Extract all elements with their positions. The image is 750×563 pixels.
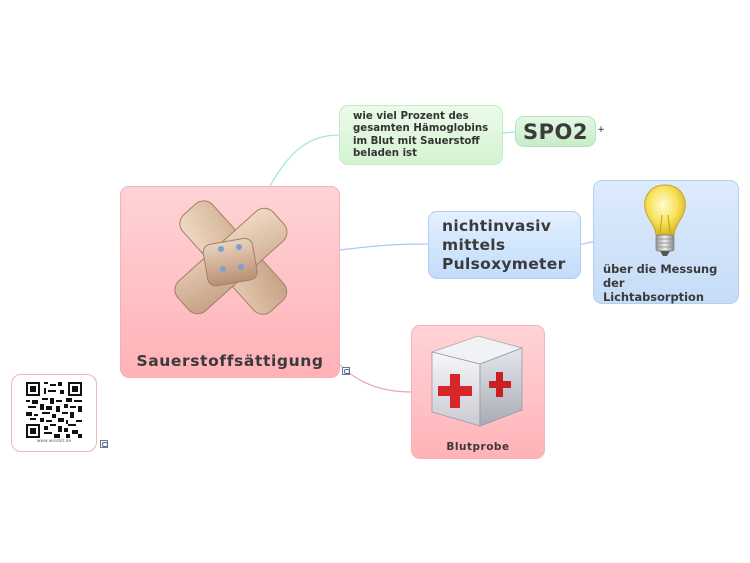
definition-node[interactable]: wie viel Prozent des gesamten Hämoglobin… <box>339 105 503 165</box>
bandage-icon <box>174 200 288 315</box>
absorption-line: der <box>603 276 625 290</box>
qr-caption: www.wissbit.de <box>36 439 72 444</box>
first-aid-box-icon <box>430 335 524 427</box>
absorption-line: über die Messung <box>603 262 718 276</box>
spo2-node[interactable]: SPO2 <box>515 116 596 147</box>
light-bulb-icon <box>644 184 686 256</box>
qr-code-icon <box>26 382 82 438</box>
central-topic-title: Sauerstoffsättigung <box>136 352 324 370</box>
central-topic-node[interactable]: Sauerstoffsättigung <box>120 186 340 378</box>
blood-sample-label: Blutprobe <box>446 441 510 453</box>
qr-code-node[interactable]: www.wissbit.de <box>11 374 97 452</box>
expand-toggle-icon[interactable]: + <box>597 125 605 135</box>
noninvasive-line: Pulsoxymeter <box>442 255 566 273</box>
absorption-node[interactable]: über die Messung der Lichtabsorption <box>593 180 739 304</box>
definition-text: wie viel Prozent des gesamten Hämoglobin… <box>353 111 489 160</box>
noninvasive-line: nichtinvasiv <box>442 217 552 235</box>
absorption-line: Lichtabsorption <box>603 290 704 304</box>
link-icon[interactable] <box>100 440 108 448</box>
noninvasive-node[interactable]: nichtinvasiv mittels Pulsoxymeter <box>428 211 581 279</box>
spo2-label: SPO2 <box>523 120 588 144</box>
noninvasive-line: mittels <box>442 236 506 254</box>
blood-sample-node[interactable]: Blutprobe <box>411 325 545 459</box>
link-icon[interactable] <box>342 367 350 375</box>
